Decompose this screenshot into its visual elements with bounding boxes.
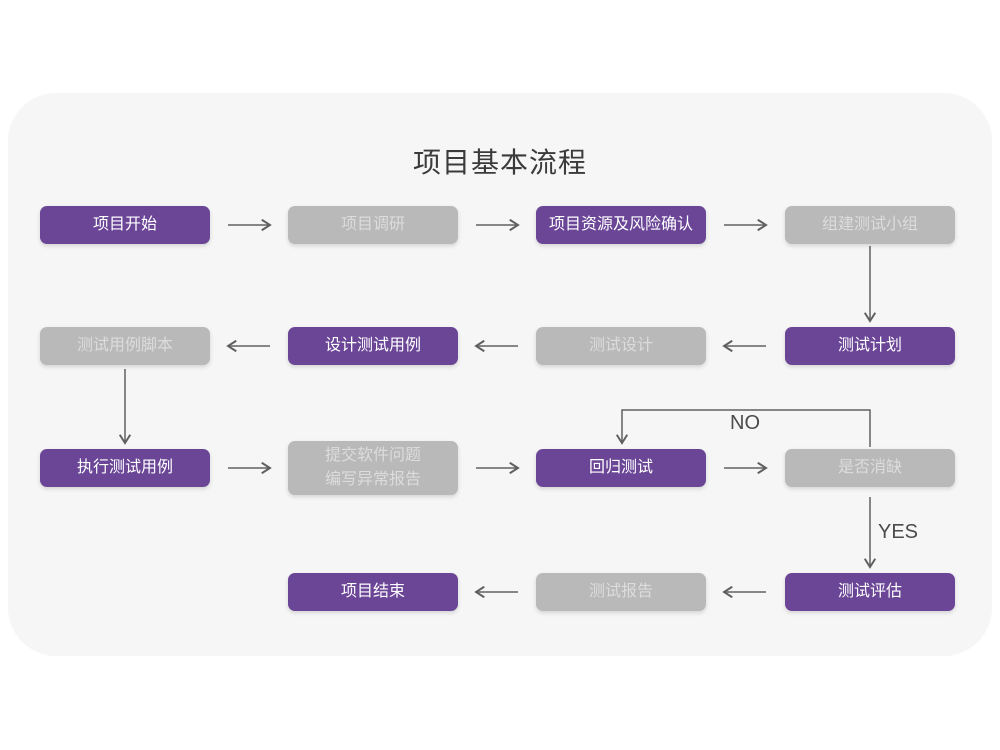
node-project-research: 项目调研	[288, 206, 458, 244]
node-test-design: 测试设计	[536, 327, 706, 365]
node-project-end: 项目结束	[288, 573, 458, 611]
diagram-title: 项目基本流程	[412, 147, 587, 178]
edge-label-yes: YES	[878, 521, 919, 543]
node-test-evaluate: 测试评估	[785, 573, 955, 611]
node-test-report: 测试报告	[536, 573, 706, 611]
node-test-case-script: 测试用例脚本	[40, 327, 210, 365]
node-resource-risk-confirm: 项目资源及风险确认	[536, 206, 706, 244]
node-design-test-case: 设计测试用例	[288, 327, 458, 365]
node-project-start: 项目开始	[40, 206, 210, 244]
node-execute-test-case: 执行测试用例	[40, 449, 210, 487]
flowchart-card	[8, 93, 992, 656]
node-submit-issue-report: 提交软件问题 编写异常报告	[288, 441, 458, 495]
node-build-test-team: 组建测试小组	[785, 206, 955, 244]
node-test-plan: 测试计划	[785, 327, 955, 365]
node-regression-test: 回归测试	[536, 449, 706, 487]
node-defect-resolved: 是否消缺	[785, 449, 955, 487]
edge-label-no: NO	[730, 412, 760, 434]
